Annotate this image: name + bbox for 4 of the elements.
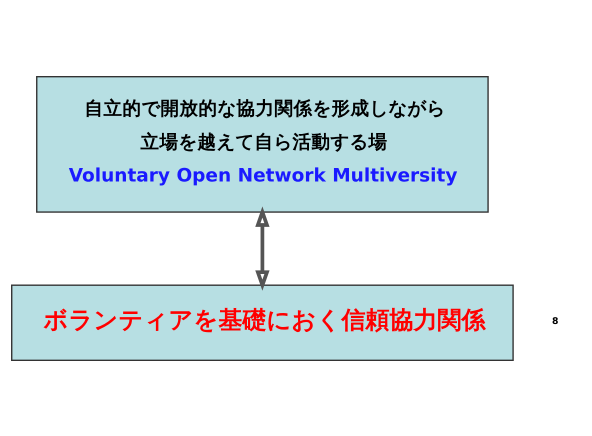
label: 8 — [552, 316, 558, 327]
node-box: 自立的で開放的な協力関係を形成しながら 立場を越えて自ら活動する場 Voluntary Open Network Multiversity — [36, 76, 489, 212]
node-box: ボランティアを基礎におく信頼協力関係 — [11, 284, 514, 360]
arrow — [255, 206, 270, 290]
